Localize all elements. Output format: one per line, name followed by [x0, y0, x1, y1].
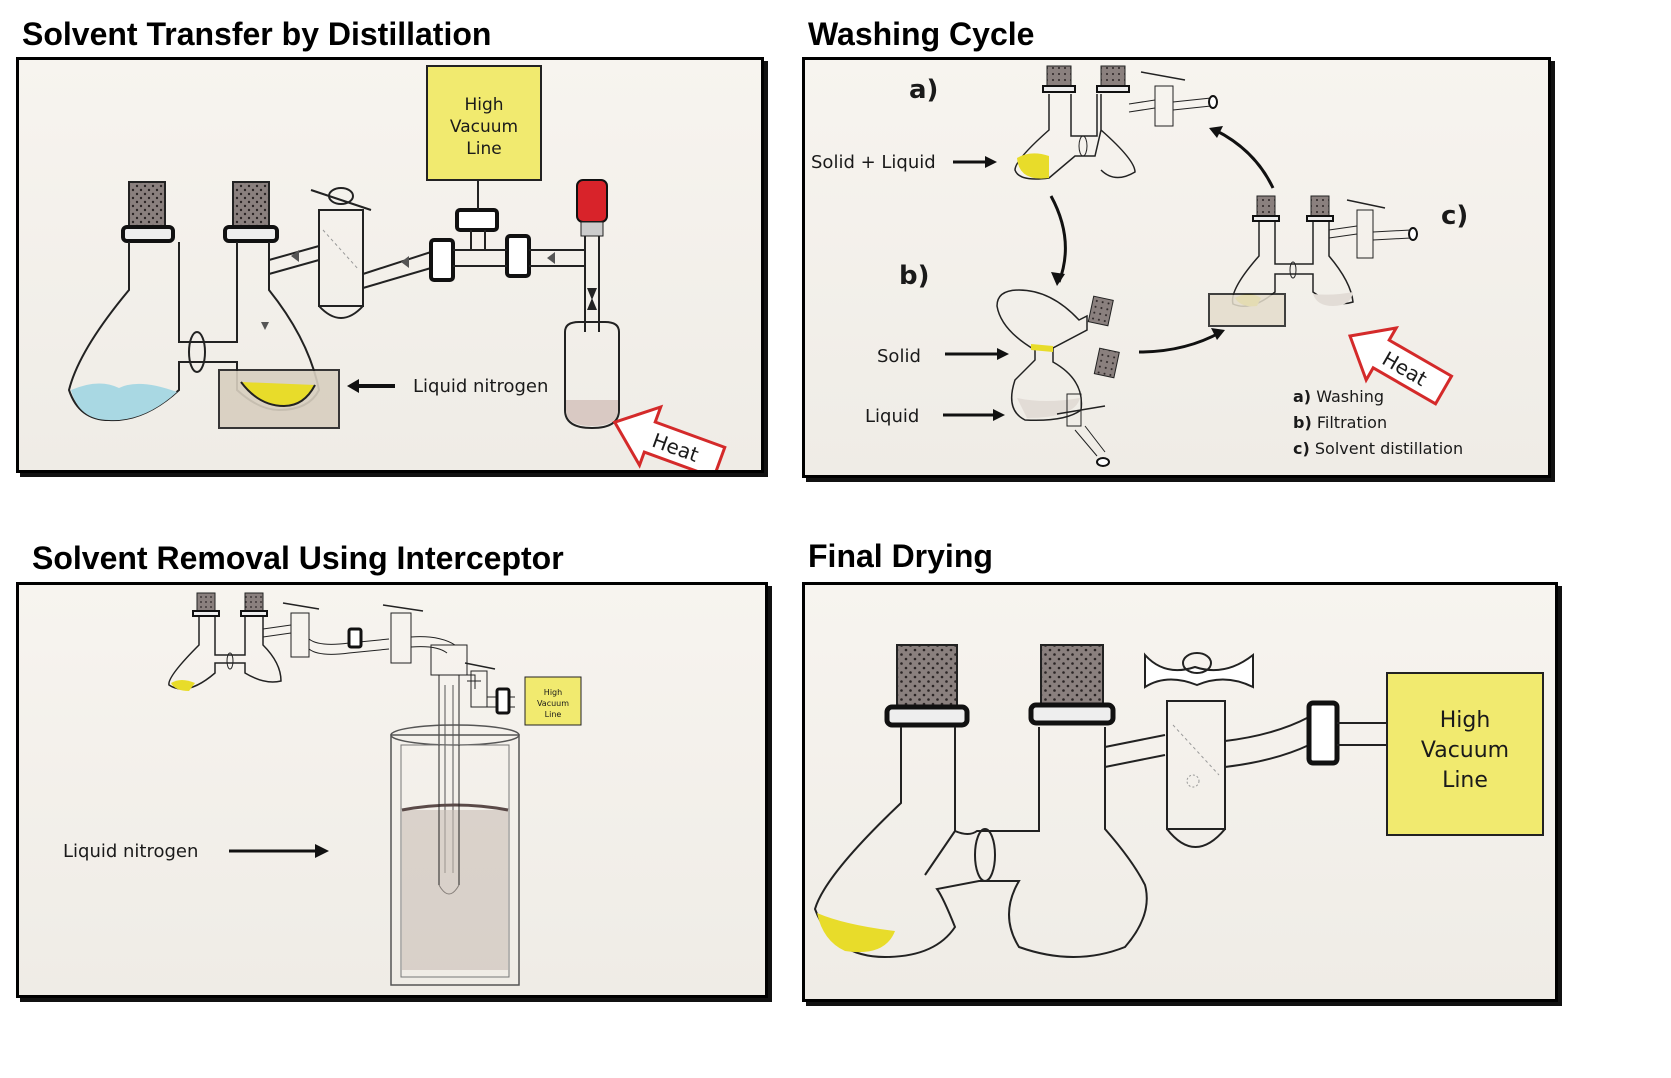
stopcock-icon — [1144, 652, 1254, 848]
vacuum-box — [426, 65, 542, 181]
heat-arrow-icon: Heat — [612, 404, 727, 470]
svg-text:Vacuum: Vacuum — [1421, 738, 1509, 763]
svg-text:Line: Line — [1442, 768, 1488, 793]
flask-icon — [1014, 65, 1218, 180]
stopper-icon — [121, 181, 279, 243]
svg-text:Vacuum: Vacuum — [537, 699, 569, 708]
legend: a) Washing b) Filtration c) Solvent dist… — [1293, 387, 1463, 458]
svg-text:Line: Line — [466, 139, 501, 159]
stopcock-icon — [290, 612, 310, 658]
panel-title-interceptor: Solvent Removal Using Interceptor — [32, 540, 564, 576]
label-step-b: b) — [899, 261, 930, 291]
svg-text:Vacuum: Vacuum — [450, 117, 518, 137]
panel-title-final-drying: Final Drying — [808, 538, 993, 574]
clamp-icon — [347, 627, 363, 649]
interceptor-diagram: High Vacuum Line Liquid nitrogen — [63, 592, 582, 986]
vacuum-box — [1386, 672, 1544, 836]
panel-washing: a) b) c) Solid + Liquid — [802, 57, 1551, 478]
solid-yellow — [817, 913, 895, 953]
stopcock-icon — [310, 187, 372, 319]
vacuum-box — [524, 676, 582, 726]
panel-final-drying: High Vacuum Line — [802, 582, 1558, 1002]
label-solid: Solid — [877, 346, 921, 367]
receiver-flask-icon — [564, 321, 620, 430]
panel-title-washing: Washing Cycle — [808, 16, 1035, 52]
label-step-a: a) — [909, 75, 938, 105]
flask-icon — [813, 727, 1148, 959]
svg-text:High: High — [464, 95, 503, 115]
panel-title-distillation: Solvent Transfer by Distillation — [22, 16, 492, 52]
stopper-icon — [884, 644, 1116, 728]
svg-text:High: High — [1440, 708, 1491, 733]
washing-diagram: a) b) c) Solid + Liquid — [811, 65, 1468, 467]
clamp-icon — [1306, 700, 1340, 766]
solvent-blue — [71, 383, 177, 421]
panel-interceptor: High Vacuum Line Liquid nitrogen — [16, 582, 768, 998]
stopcock-icon — [390, 612, 412, 664]
clamp-icon — [495, 687, 511, 715]
label-liquid: Liquid — [865, 406, 919, 427]
flask-icon — [996, 289, 1120, 467]
label-liquid-nitrogen: Liquid nitrogen — [63, 841, 198, 862]
red-tap-icon — [576, 179, 608, 223]
final-drying-diagram: High Vacuum Line — [813, 644, 1544, 959]
svg-text:b) Filtration: b) Filtration — [1293, 413, 1387, 432]
stopcock-icon — [470, 670, 488, 708]
flask-icon — [168, 592, 282, 691]
svg-text:High: High — [544, 688, 562, 697]
panel-distillation: High Vacuum Line Liquid nitrogen Heat — [16, 57, 764, 473]
arrow-icon — [1049, 195, 1067, 283]
label-solid-liquid: Solid + Liquid — [811, 152, 936, 173]
dewar-icon — [390, 724, 520, 986]
label-liquid-nitrogen: Liquid nitrogen — [413, 376, 548, 397]
svg-text:a) Washing: a) Washing — [1293, 387, 1384, 406]
svg-text:Line: Line — [545, 710, 562, 719]
distillation-diagram: High Vacuum Line Liquid nitrogen Heat — [67, 65, 727, 470]
label-step-c: c) — [1441, 201, 1468, 231]
clamp-icon — [429, 208, 531, 282]
flask-icon — [1208, 195, 1418, 327]
svg-text:c) Solvent distillation: c) Solvent distillation — [1293, 439, 1463, 458]
